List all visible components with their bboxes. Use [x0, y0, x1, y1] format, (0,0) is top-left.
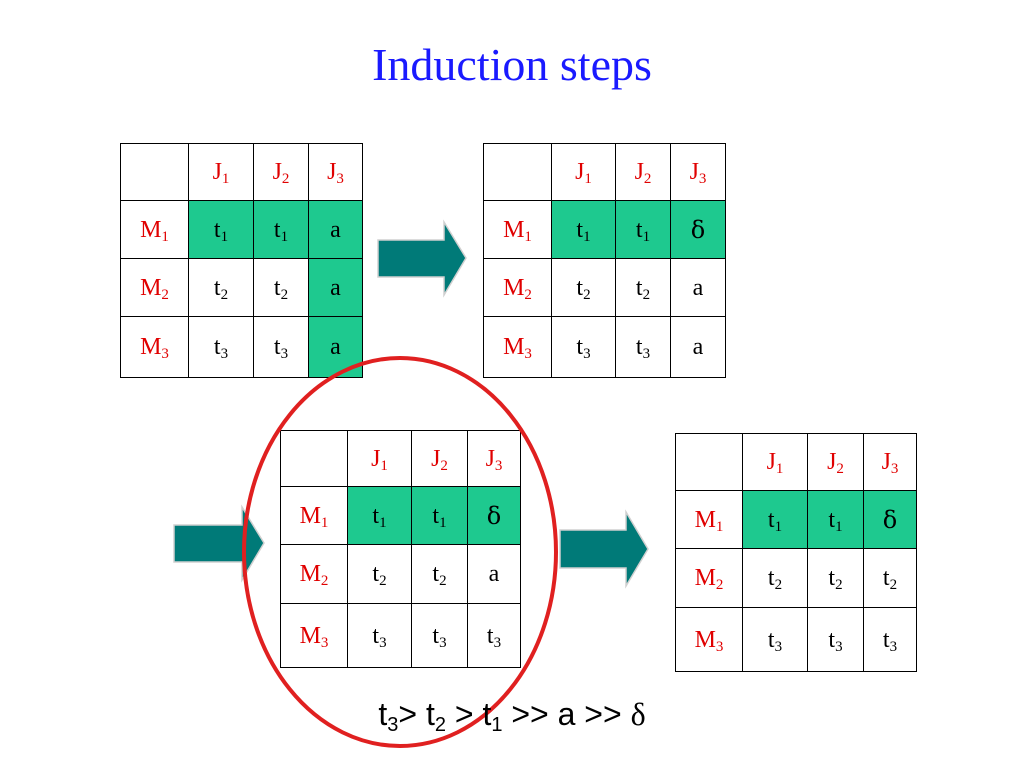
- highlight-circle: [242, 356, 558, 748]
- row-header: M3: [280, 603, 348, 668]
- formula-term: δ: [630, 696, 646, 732]
- formula-term: t3: [378, 696, 399, 736]
- table-cell: t1: [411, 486, 468, 545]
- column-header: J1: [347, 430, 412, 487]
- column-header: J3: [308, 143, 363, 201]
- table-cell: t3: [188, 316, 254, 378]
- table-cell: a: [670, 316, 726, 378]
- formula-term: > t1: [445, 696, 503, 736]
- table-cell: t3: [253, 316, 309, 378]
- row-header: M2: [675, 548, 743, 608]
- table-cell: t3: [347, 603, 412, 668]
- table-cell: t3: [863, 607, 917, 672]
- table-cell: δ: [670, 200, 726, 259]
- column-header: J2: [807, 433, 864, 491]
- table-cell: t1: [253, 200, 309, 259]
- corner-cell: [120, 143, 189, 201]
- column-header: J1: [742, 433, 808, 491]
- corner-cell: [483, 143, 552, 201]
- table-cell: t3: [551, 316, 616, 378]
- arrow-icon: [377, 219, 467, 298]
- table-cell: δ: [863, 490, 917, 549]
- row-header: M3: [120, 316, 189, 378]
- row-header: M3: [483, 316, 552, 378]
- column-header: J2: [411, 430, 468, 487]
- table-cell: t1: [188, 200, 254, 259]
- formula-term: >> a >>: [502, 696, 631, 732]
- table-cell: t2: [253, 258, 309, 317]
- corner-cell: [675, 433, 743, 491]
- table-cell: t1: [551, 200, 616, 259]
- table-cell: t2: [188, 258, 254, 317]
- arrow-icon: [559, 509, 649, 589]
- table-cell: t3: [467, 603, 521, 668]
- table-cell: t1: [347, 486, 412, 545]
- table-cell: a: [308, 258, 363, 317]
- column-header: J1: [551, 143, 616, 201]
- table-cell: t1: [742, 490, 808, 549]
- column-header: J2: [615, 143, 671, 201]
- table-cell: t2: [807, 548, 864, 608]
- table-cell: a: [308, 200, 363, 259]
- row-header: M3: [675, 607, 743, 672]
- column-header: J3: [670, 143, 726, 201]
- formula-term: > t2: [398, 696, 446, 736]
- page-title: Induction steps: [372, 39, 652, 90]
- column-header: J2: [253, 143, 309, 201]
- table-cell: t2: [551, 258, 616, 317]
- column-header: J3: [467, 430, 521, 487]
- table-cell: δ: [467, 486, 521, 545]
- row-header: M2: [483, 258, 552, 317]
- table-cell: t3: [742, 607, 808, 672]
- ordering-formula: t3> t2 > t1 >> a >> δ: [0, 696, 1024, 736]
- arrow-icon: [173, 504, 265, 583]
- table-cell: t3: [411, 603, 468, 668]
- table-cell: t2: [863, 548, 917, 608]
- row-header: M1: [483, 200, 552, 259]
